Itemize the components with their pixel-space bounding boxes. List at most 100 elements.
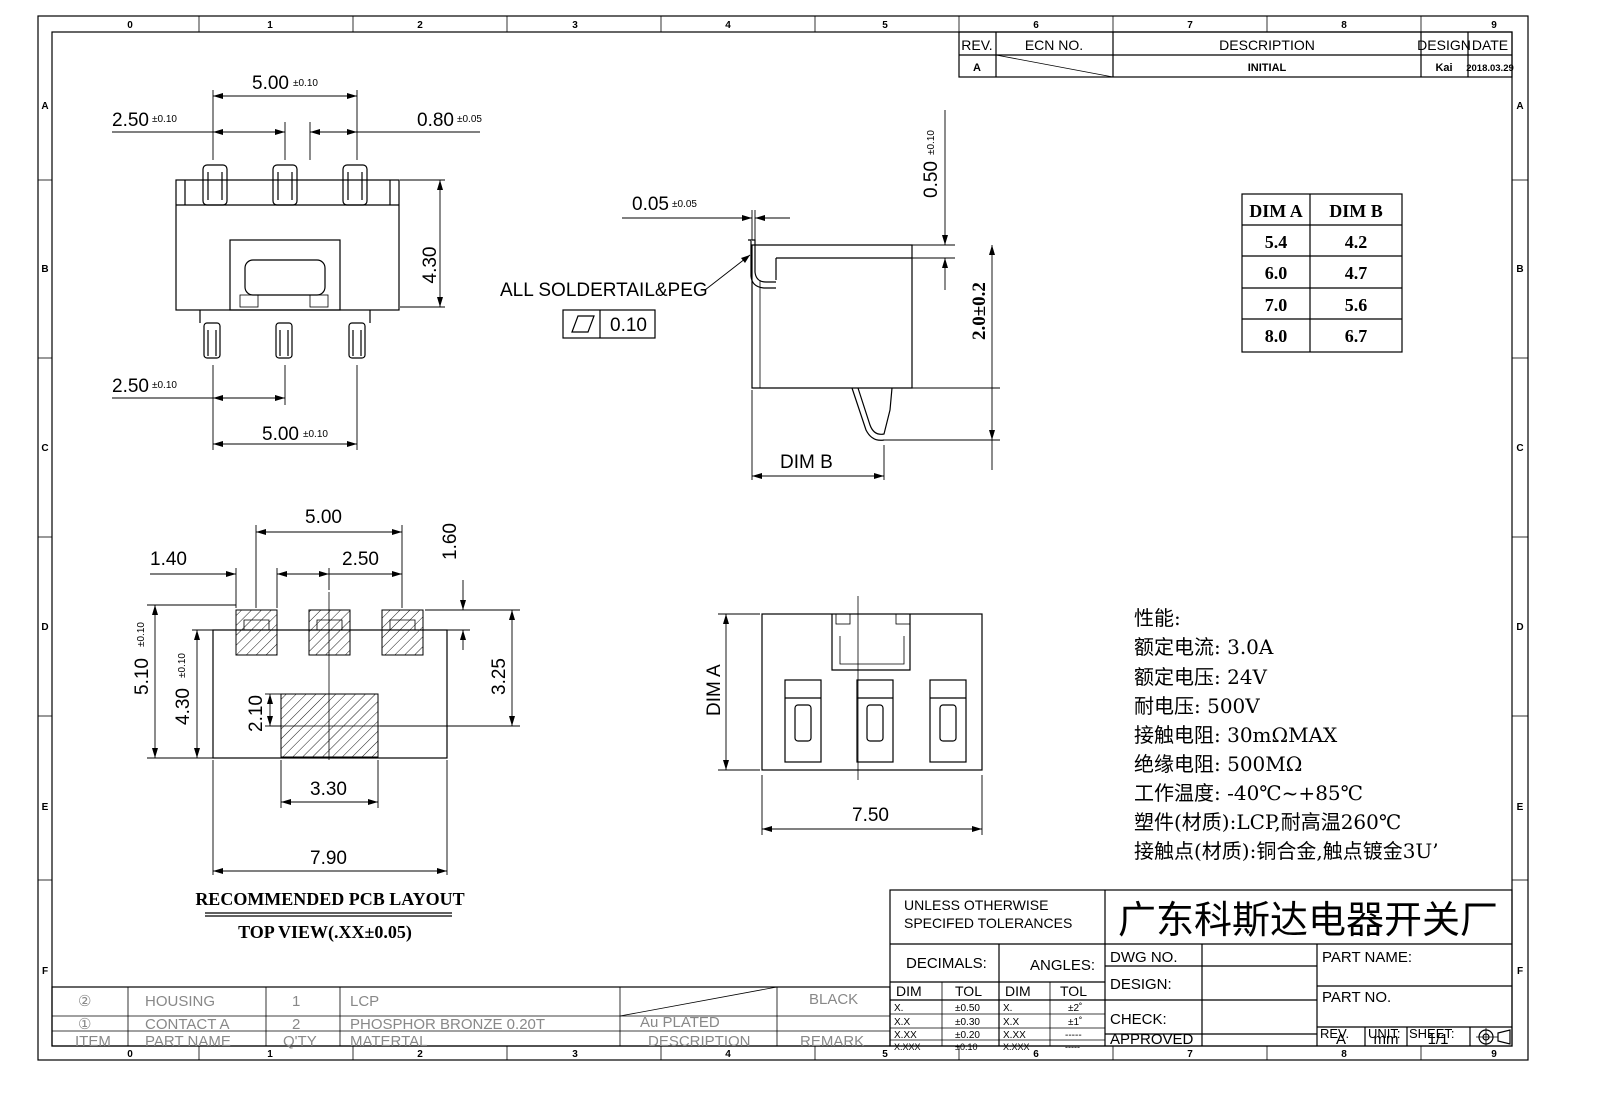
date-value: 2018.03.29 — [1466, 63, 1514, 74]
bom-header-item: ITEM — [75, 1033, 111, 1050]
design-label: DESIGN: — [1110, 976, 1172, 993]
unit-value-cell: mm — [1374, 1031, 1399, 1048]
bom-part: CONTACT A — [145, 1016, 229, 1033]
col-label-top: 4 — [725, 20, 731, 31]
row-label-left: E — [42, 802, 49, 813]
dim-tol: ±0.10 — [303, 429, 328, 440]
spec-line: 耐电压: 500V — [1134, 694, 1260, 718]
col-label-top: 0 — [127, 20, 133, 31]
unit-label: UNIT: — [1368, 1026, 1401, 1041]
pcb-layout-subtitle: TOP VIEW(.XX±0.05) — [238, 922, 412, 943]
check-label: CHECK: — [1110, 1011, 1167, 1028]
row-label-right: F — [1517, 966, 1523, 977]
ang-row-tol: ±1˚ — [1068, 1016, 1082, 1028]
dim-table-cell: 5.4 — [1265, 232, 1288, 252]
bom-desc: Au PLATED — [640, 1014, 720, 1031]
top-view: DIM A 7.50 — [704, 596, 983, 835]
pcb-dim-4-30: 4.30 — [173, 688, 194, 725]
bom-header-part: PART NAME — [145, 1033, 231, 1050]
pcb-dim-7-90: 7.90 — [310, 848, 347, 869]
rev-label: REV. — [1320, 1026, 1349, 1041]
col-label-bottom: 3 — [572, 1049, 578, 1060]
tolerance-note-2: SPECIFED TOLERANCES — [904, 915, 1072, 931]
bom-material: PHOSPHOR BRONZE 0.20T — [350, 1016, 545, 1033]
ecn-header: ECN NO. — [1025, 37, 1083, 53]
revision-block: REV. ECN NO. DESCRIPTION DESIGN DATE A I… — [958, 31, 1514, 78]
solder-note: ALL SOLDERTAIL&PEG — [500, 280, 708, 301]
date-header: DATE — [1472, 37, 1508, 53]
dim-5-00-top: 5.00 — [252, 73, 289, 94]
bom-header-material: MATERTAL — [350, 1033, 428, 1050]
description-header: DESCRIPTION — [1219, 37, 1315, 53]
ang-tol-header: TOL — [1060, 983, 1087, 999]
dim-tol: ±0.05 — [672, 199, 697, 210]
pcb-dim-3-30: 3.30 — [310, 779, 347, 800]
col-label-bottom: 5 — [882, 1049, 888, 1060]
dim-0-05: 0.05 — [632, 194, 669, 215]
dim-table-cell: 7.0 — [1265, 295, 1288, 315]
dim-4-30: 4.30 — [420, 247, 441, 284]
spec-line: 工作温度: -40℃~+85℃ — [1134, 781, 1363, 805]
flatness-value: 0.10 — [610, 315, 647, 336]
dec-row-tol: ±0.50 — [955, 1003, 980, 1014]
bom-header-qty: Q'TY — [283, 1033, 317, 1050]
bom-remark: BLACK — [809, 991, 858, 1008]
rev-value-cell: A — [1336, 1031, 1346, 1048]
col-label-top: 1 — [267, 20, 273, 31]
dim-0-80: 0.80 — [417, 110, 454, 131]
tolerance-note-1: UNLESS OTHERWISE — [904, 897, 1048, 913]
dim-2-50-top: 2.50 — [112, 110, 149, 131]
row-label-right: A — [1516, 101, 1523, 112]
dim-0-50: 0.50 — [921, 161, 942, 198]
ang-row-dim: X.XX — [1003, 1030, 1026, 1041]
dec-row-tol: ±0.30 — [955, 1017, 980, 1028]
dim-5-00-bottom: 5.00 — [262, 424, 299, 445]
rev-header: REV. — [961, 37, 992, 53]
col-label-top: 5 — [882, 20, 888, 31]
row-label-left: D — [41, 622, 48, 633]
ang-row-tol: ±2˚ — [1068, 1002, 1082, 1014]
pcb-dim-5-10: 5.10 — [132, 658, 153, 695]
pcb-tol-4-30: ±0.10 — [177, 653, 188, 678]
description-value: INITIAL — [1248, 62, 1287, 74]
company-name: 广东科斯达电器开关厂 — [1118, 898, 1498, 942]
dim-tol: ±0.10 — [293, 78, 318, 89]
dim-table-cell: 8.0 — [1265, 326, 1288, 346]
ang-row-dim: X. — [1003, 1003, 1012, 1014]
dim-table-header: DIM B — [1329, 201, 1383, 221]
bom-table: ② HOUSING 1 LCP BLACK ① CONTACT A 2 PHOS… — [51, 986, 891, 1050]
col-label-bottom: 6 — [1033, 1049, 1039, 1060]
dim-table-cell: 4.7 — [1345, 263, 1368, 283]
dec-row-dim: X.XX — [894, 1030, 917, 1041]
col-label-top: 8 — [1341, 20, 1347, 31]
dec-row-dim: X.XXX — [894, 1042, 921, 1052]
bom-header-remark: REMARK — [800, 1033, 864, 1050]
pcb-dim-5-00: 5.00 — [305, 507, 342, 528]
specs: 性能: 额定电流: 3.0A 额定电压: 24V 耐电压: 500V 接触电阻:… — [1134, 606, 1439, 863]
dec-row-tol: ±0.10 — [955, 1042, 977, 1052]
col-label-bottom: 1 — [267, 1049, 273, 1060]
pcb-tol-5-10: ±0.10 — [136, 622, 147, 647]
projection-symbol-icon — [1476, 1028, 1511, 1046]
pcb-dim-2-10: 2.10 — [246, 695, 267, 732]
title-block: UNLESS OTHERWISE SPECIFED TOLERANCES DEC… — [889, 889, 1513, 1052]
spec-line: 额定电流: 3.0A — [1134, 635, 1274, 659]
spec-line: 性能: — [1134, 606, 1181, 630]
dim-b-label: DIM B — [780, 452, 833, 473]
col-label-top: 6 — [1033, 20, 1039, 31]
col-label-bottom: 2 — [417, 1049, 423, 1060]
ang-row-dim: X.X — [1003, 1017, 1019, 1028]
row-label-right: C — [1516, 443, 1523, 454]
dim-2-0: 2.0±0.2 — [969, 282, 990, 340]
row-label-left: A — [41, 101, 48, 112]
part-no-label: PART NO. — [1322, 989, 1391, 1006]
spec-line: 塑件(材质):LCP,耐高温260℃ — [1134, 810, 1401, 834]
row-label-right: D — [1516, 622, 1523, 633]
dec-row-dim: X. — [894, 1003, 903, 1014]
spec-line: 绝缘电阻: 500MΩ — [1134, 752, 1302, 776]
ang-row-tol: ----- — [1065, 1042, 1080, 1052]
row-label-left: B — [41, 264, 48, 275]
col-label-top: 9 — [1491, 20, 1497, 31]
row-label-right: B — [1516, 264, 1523, 275]
col-label-bottom: 4 — [725, 1049, 731, 1060]
